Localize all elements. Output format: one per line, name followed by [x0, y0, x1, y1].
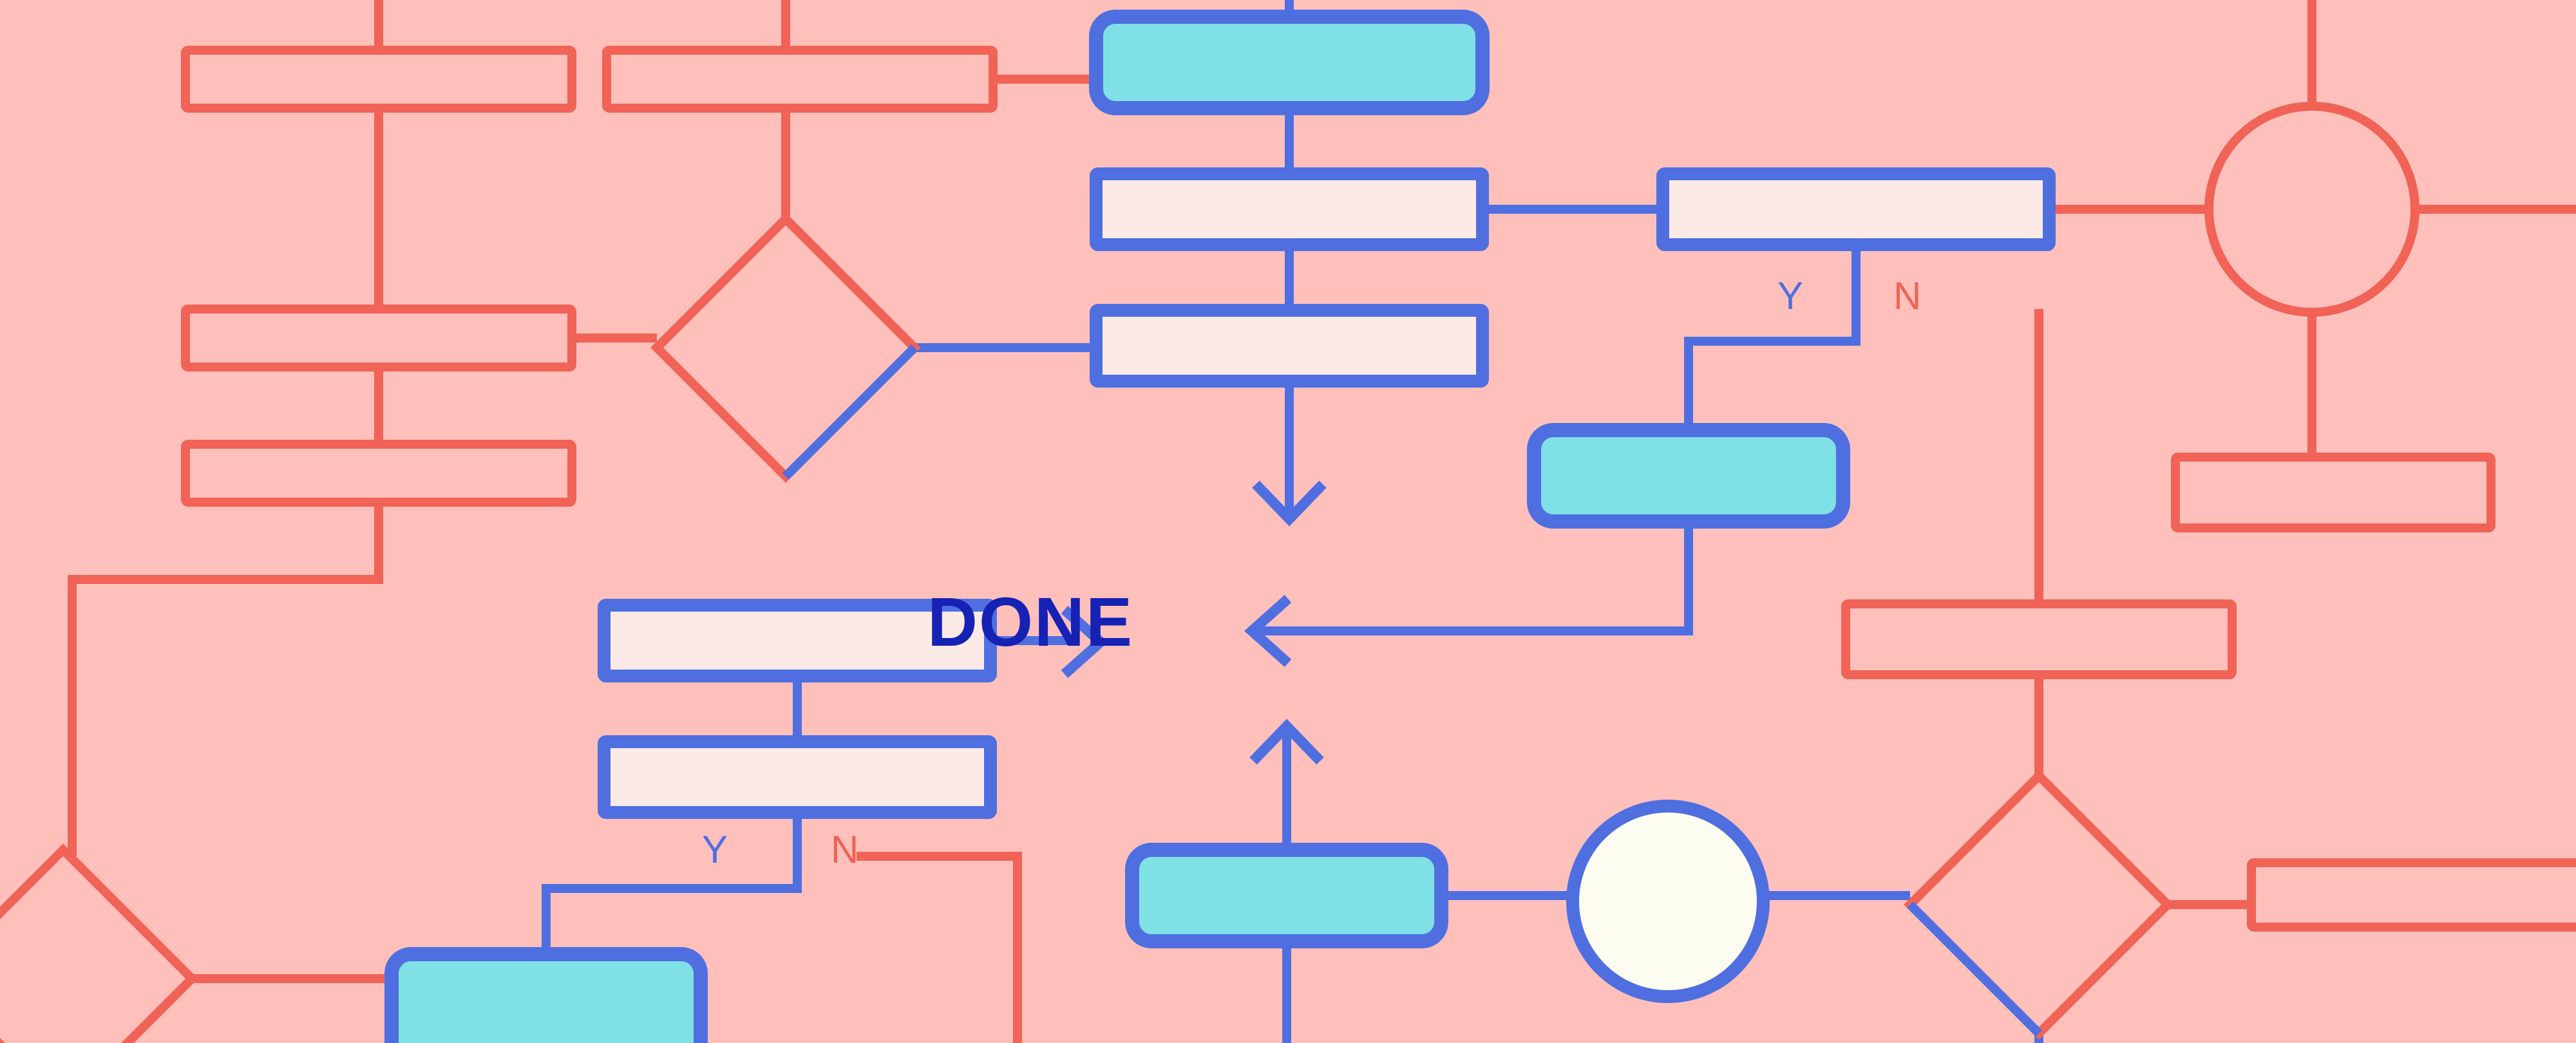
connector-circle-top-right[interactable] — [2204, 102, 2420, 317]
active-process-left-lower[interactable] — [598, 735, 997, 819]
pending-process-top-mid-left[interactable] — [602, 46, 998, 113]
connector-circles — [1566, 102, 2420, 1003]
decision-right-yes-edge — [1907, 901, 2042, 1037]
decision-bottom-left-outline — [0, 843, 198, 1043]
red-connector-lines — [59, 0, 2576, 1043]
decision-right[interactable] — [1904, 769, 2174, 1040]
active-process-left-mid[interactable] — [598, 599, 997, 682]
pending-process-bottom-right[interactable] — [2247, 858, 2576, 932]
pending-process-right-lower[interactable] — [1841, 599, 2237, 679]
decision-left-yes-edge — [782, 344, 918, 480]
connector-circle-bottom-center[interactable] — [1566, 800, 1770, 1003]
arrowhead-up-to-done — [1249, 719, 1324, 765]
arrowheads — [1061, 480, 1327, 765]
pending-process-left-lower[interactable] — [181, 440, 576, 507]
completed-process-bottom-left[interactable] — [384, 947, 708, 1043]
pending-process-left-upper[interactable] — [181, 305, 576, 371]
decision-left-outline — [650, 212, 921, 483]
active-process-mid-center[interactable] — [1090, 304, 1489, 388]
pending-process-nodes — [181, 46, 2576, 932]
branch-label-no-right: N — [1893, 274, 1922, 317]
active-process-upper-right[interactable] — [1656, 167, 2056, 251]
arrowhead-right-to-done — [1061, 606, 1109, 678]
done-terminal-label: DONE — [927, 583, 1134, 661]
decision-right-outline — [1904, 769, 2174, 1040]
decision-bottom-left-partial[interactable] — [0, 843, 198, 1043]
branch-label-yes-left: Y — [702, 828, 728, 871]
pending-process-right-upper[interactable] — [2171, 453, 2496, 532]
active-process-upper-center[interactable] — [1090, 167, 1489, 251]
completed-process-right-mid[interactable] — [1527, 423, 1850, 529]
pending-process-top-left[interactable] — [181, 46, 576, 113]
completed-process-top-center[interactable] — [1089, 10, 1490, 115]
decision-left[interactable] — [650, 212, 921, 483]
branch-label-yes-right: Y — [1777, 274, 1804, 317]
completed-process-bottom-center[interactable] — [1125, 843, 1448, 948]
arrowhead-left-to-done — [1244, 595, 1292, 667]
arrowhead-down-to-done — [1252, 480, 1327, 527]
completed-process-nodes — [384, 10, 1850, 1043]
blue-connector-lines — [542, 0, 2043, 1043]
branch-label-no-left: N — [831, 828, 859, 871]
active-process-nodes — [598, 167, 2056, 819]
